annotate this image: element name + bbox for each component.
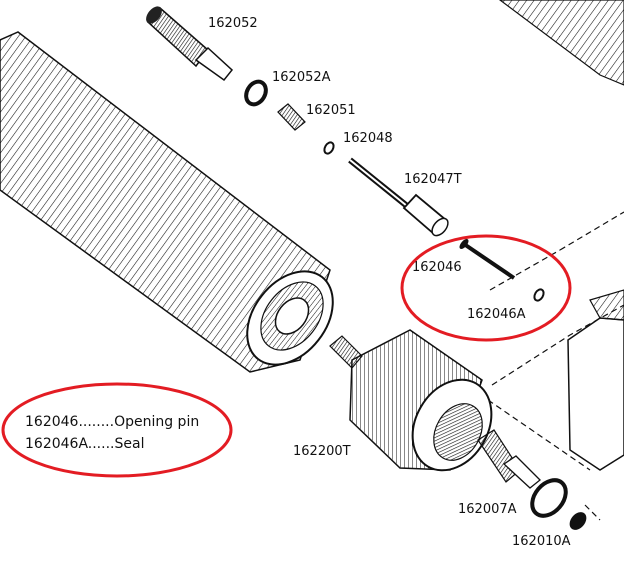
legend-dots: ........ [78,414,114,430]
legend-code: 162046 [25,414,79,430]
part-162007A-oring [530,478,568,518]
label-162051: 162051 [306,103,356,118]
highlight-circle-legend [1,382,233,478]
label-162046A: 162046A [467,307,526,322]
part-162010A-ring [569,512,587,530]
label-162046: 162046 [412,260,462,275]
part-162052-plug [146,6,234,82]
label-162047T: 162047T [404,172,462,187]
legend-desc: Seal [114,436,144,452]
label-162052A: 162052A [272,70,331,85]
part-162048-washer [323,141,335,155]
part-162046A-seal [533,288,545,302]
label-162007A: 162007A [458,502,517,517]
highlight-circle-parts [400,234,572,342]
legend-row: 162046........Opening pin [25,414,199,430]
label-162048: 162048 [343,131,393,146]
legend-code: 162046A [25,436,88,452]
legend: 162046........Opening pin 162046A......S… [25,414,199,452]
part-162046-opening-pin [459,239,516,280]
label-162052: 162052 [208,16,258,31]
label-162200T: 162200T [293,444,351,459]
upper-roller-fragment [499,0,624,86]
legend-desc: Opening pin [114,414,199,430]
legend-row: 162046A......Seal [25,436,144,452]
legend-dots: ...... [88,436,115,452]
roller-tube [0,31,334,373]
part-162052A-oring [244,79,268,107]
part-162051-spring [277,103,306,131]
part-162047T-pin [348,157,449,237]
housing-block [567,289,624,471]
label-162010A: 162010A [512,534,571,549]
part-162200T-valve-assembly [329,329,541,489]
